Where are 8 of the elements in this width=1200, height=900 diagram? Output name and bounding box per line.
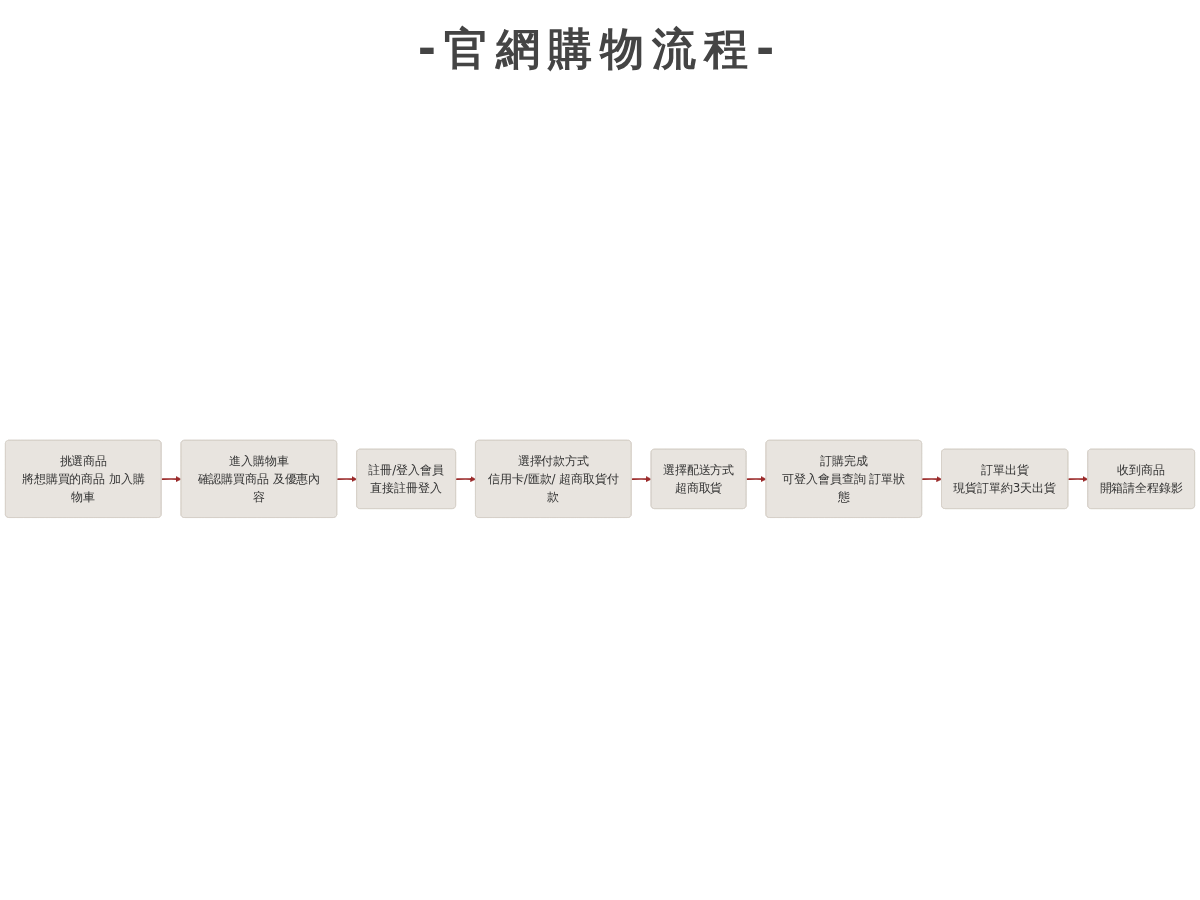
arrow [630, 476, 652, 483]
arrow [336, 476, 358, 483]
arrow [1067, 476, 1089, 483]
title: -官網購物流程- [416, 22, 784, 76]
arrow [921, 476, 943, 483]
arrow [745, 476, 767, 483]
arrow [455, 476, 477, 483]
arrow [160, 476, 182, 483]
